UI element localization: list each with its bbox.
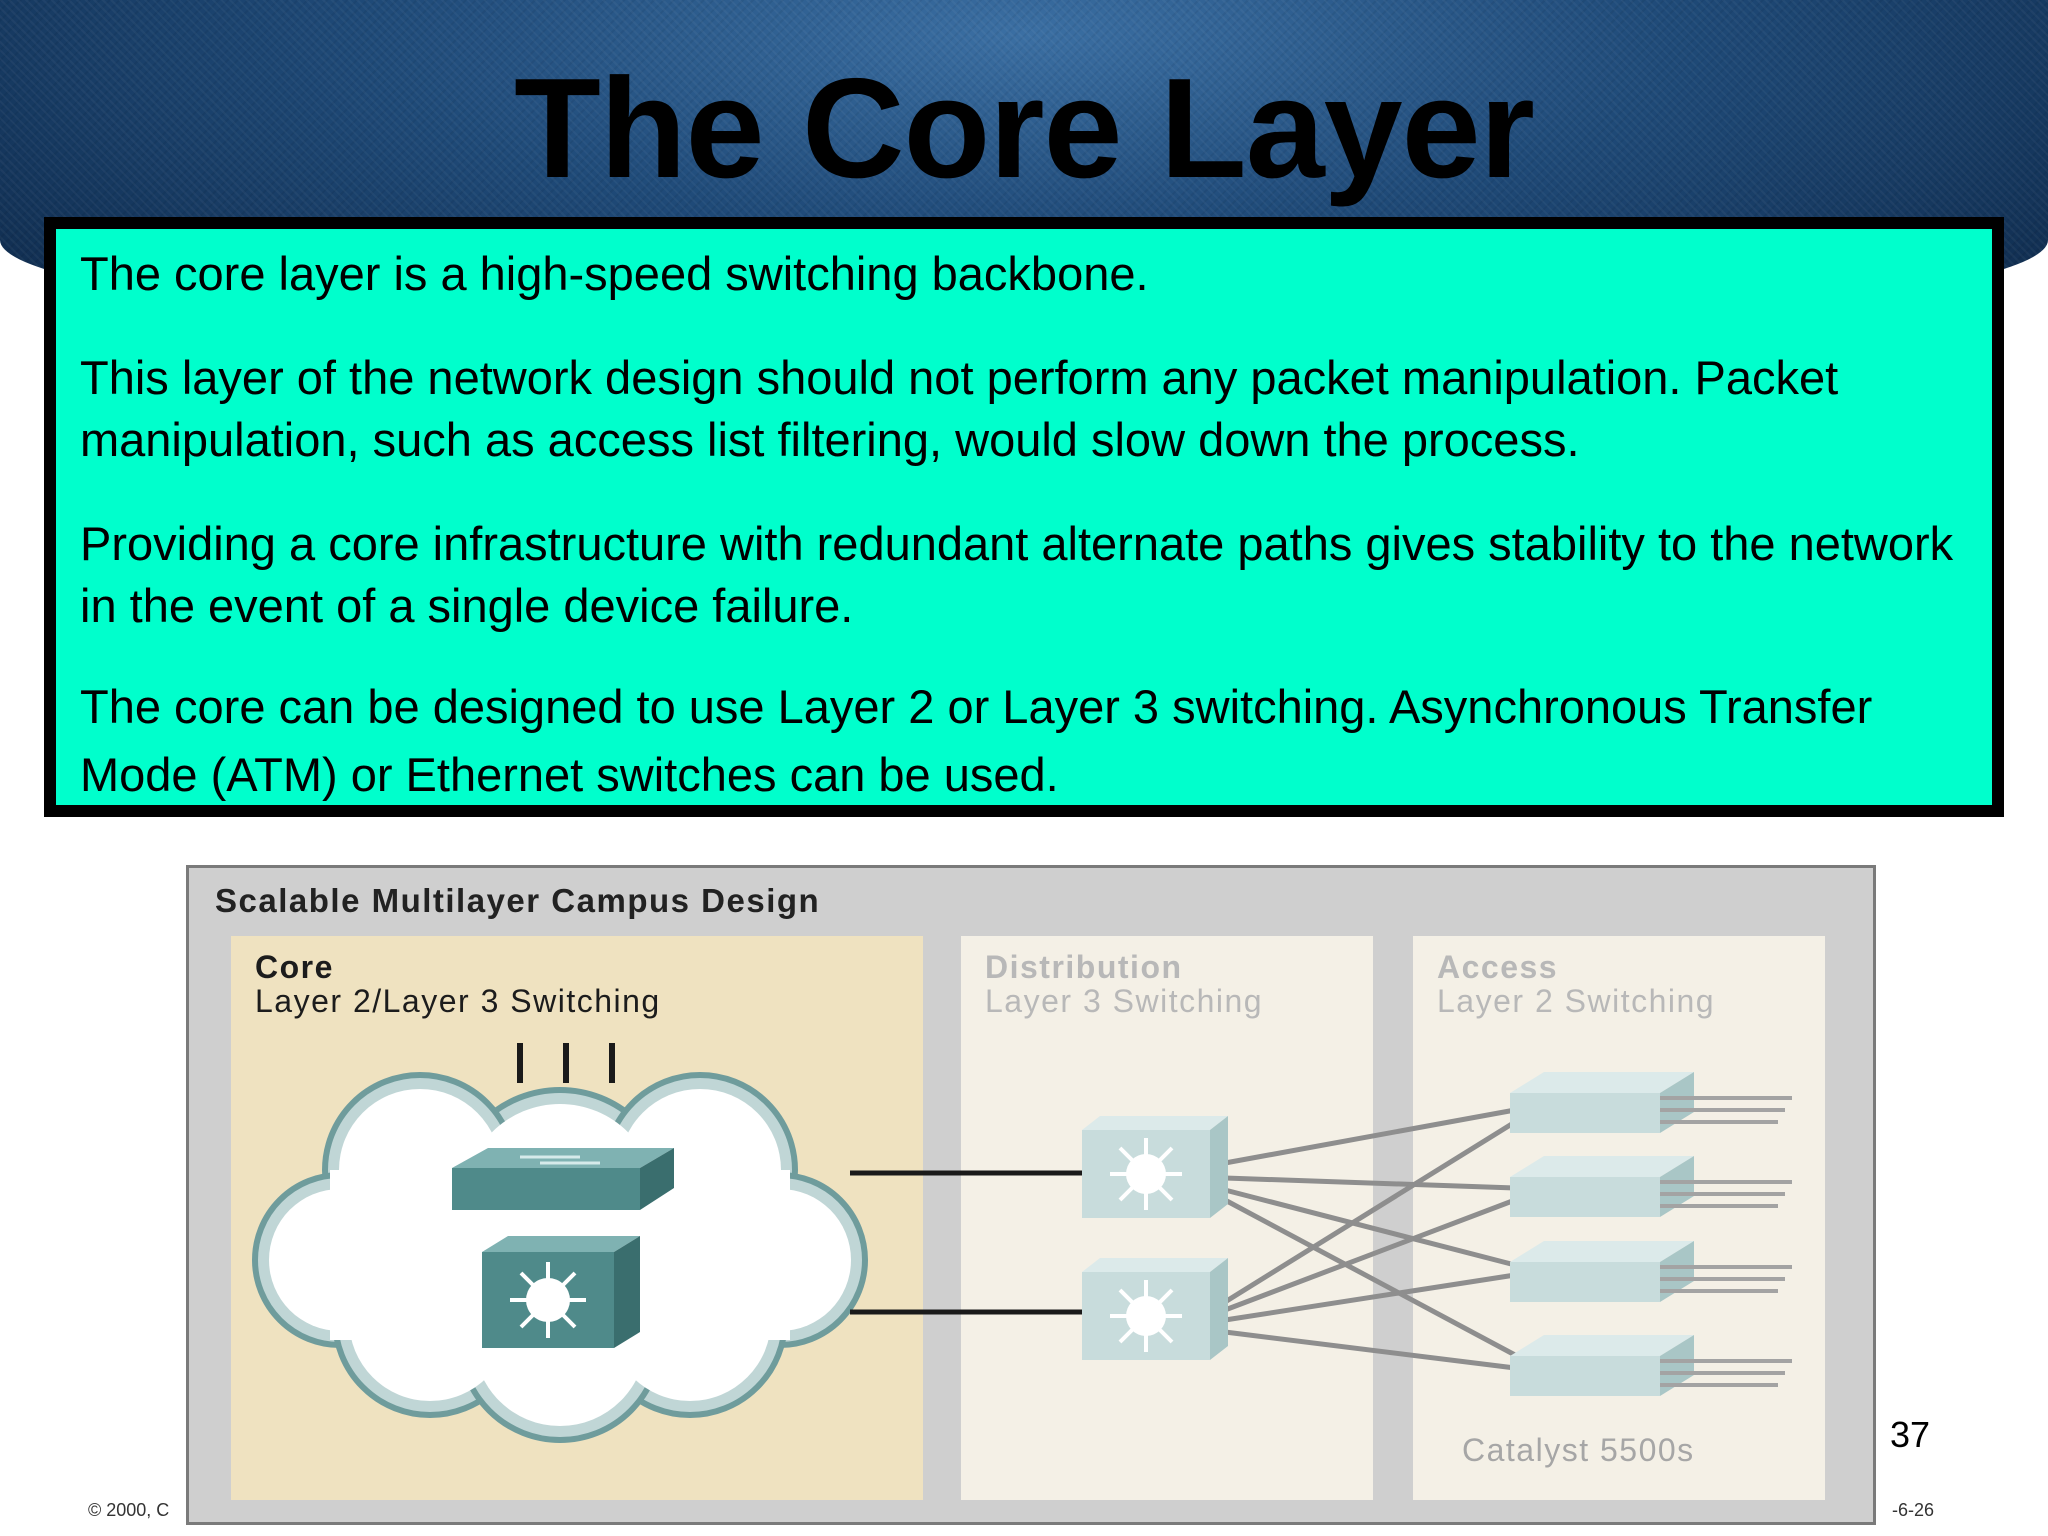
- panel-name: Access: [1437, 949, 1559, 985]
- core-panel: Core Layer 2/Layer 3 Switching: [231, 936, 923, 1500]
- copyright-text: © 2000, C: [88, 1500, 170, 1520]
- text-box: The core layer is a high-speed switching…: [44, 217, 2004, 817]
- access-switch-label: Catalyst 5500s: [1462, 1432, 1695, 1468]
- figure-title: Scalable Multilayer Campus Design: [215, 882, 821, 919]
- campus-design-figure: Scalable Multilayer Campus Design Core L…: [186, 865, 1876, 1525]
- distribution-panel: Distribution Layer 3 Switching: [961, 936, 1373, 1500]
- panel-name: Distribution: [985, 949, 1183, 985]
- paragraph: Providing a core infrastructure with red…: [80, 517, 1954, 632]
- slide-title: The Core Layer: [514, 49, 1535, 208]
- paragraph: The core can be designed to use Layer 2 …: [80, 680, 1873, 801]
- slide-code: -6-26: [1892, 1500, 1935, 1520]
- panel-subtitle: Layer 2/Layer 3 Switching: [255, 983, 661, 1019]
- page-number: 37: [1890, 1414, 1931, 1455]
- panel-subtitle: Layer 2 Switching: [1437, 983, 1716, 1019]
- panel-subtitle: Layer 3 Switching: [985, 983, 1264, 1019]
- paragraph: The core layer is a high-speed switching…: [80, 247, 1149, 300]
- panel-name: Core: [255, 949, 334, 985]
- paragraph: This layer of the network design should …: [80, 351, 1839, 466]
- access-panel: Access Layer 2 Switching: [1413, 936, 1825, 1500]
